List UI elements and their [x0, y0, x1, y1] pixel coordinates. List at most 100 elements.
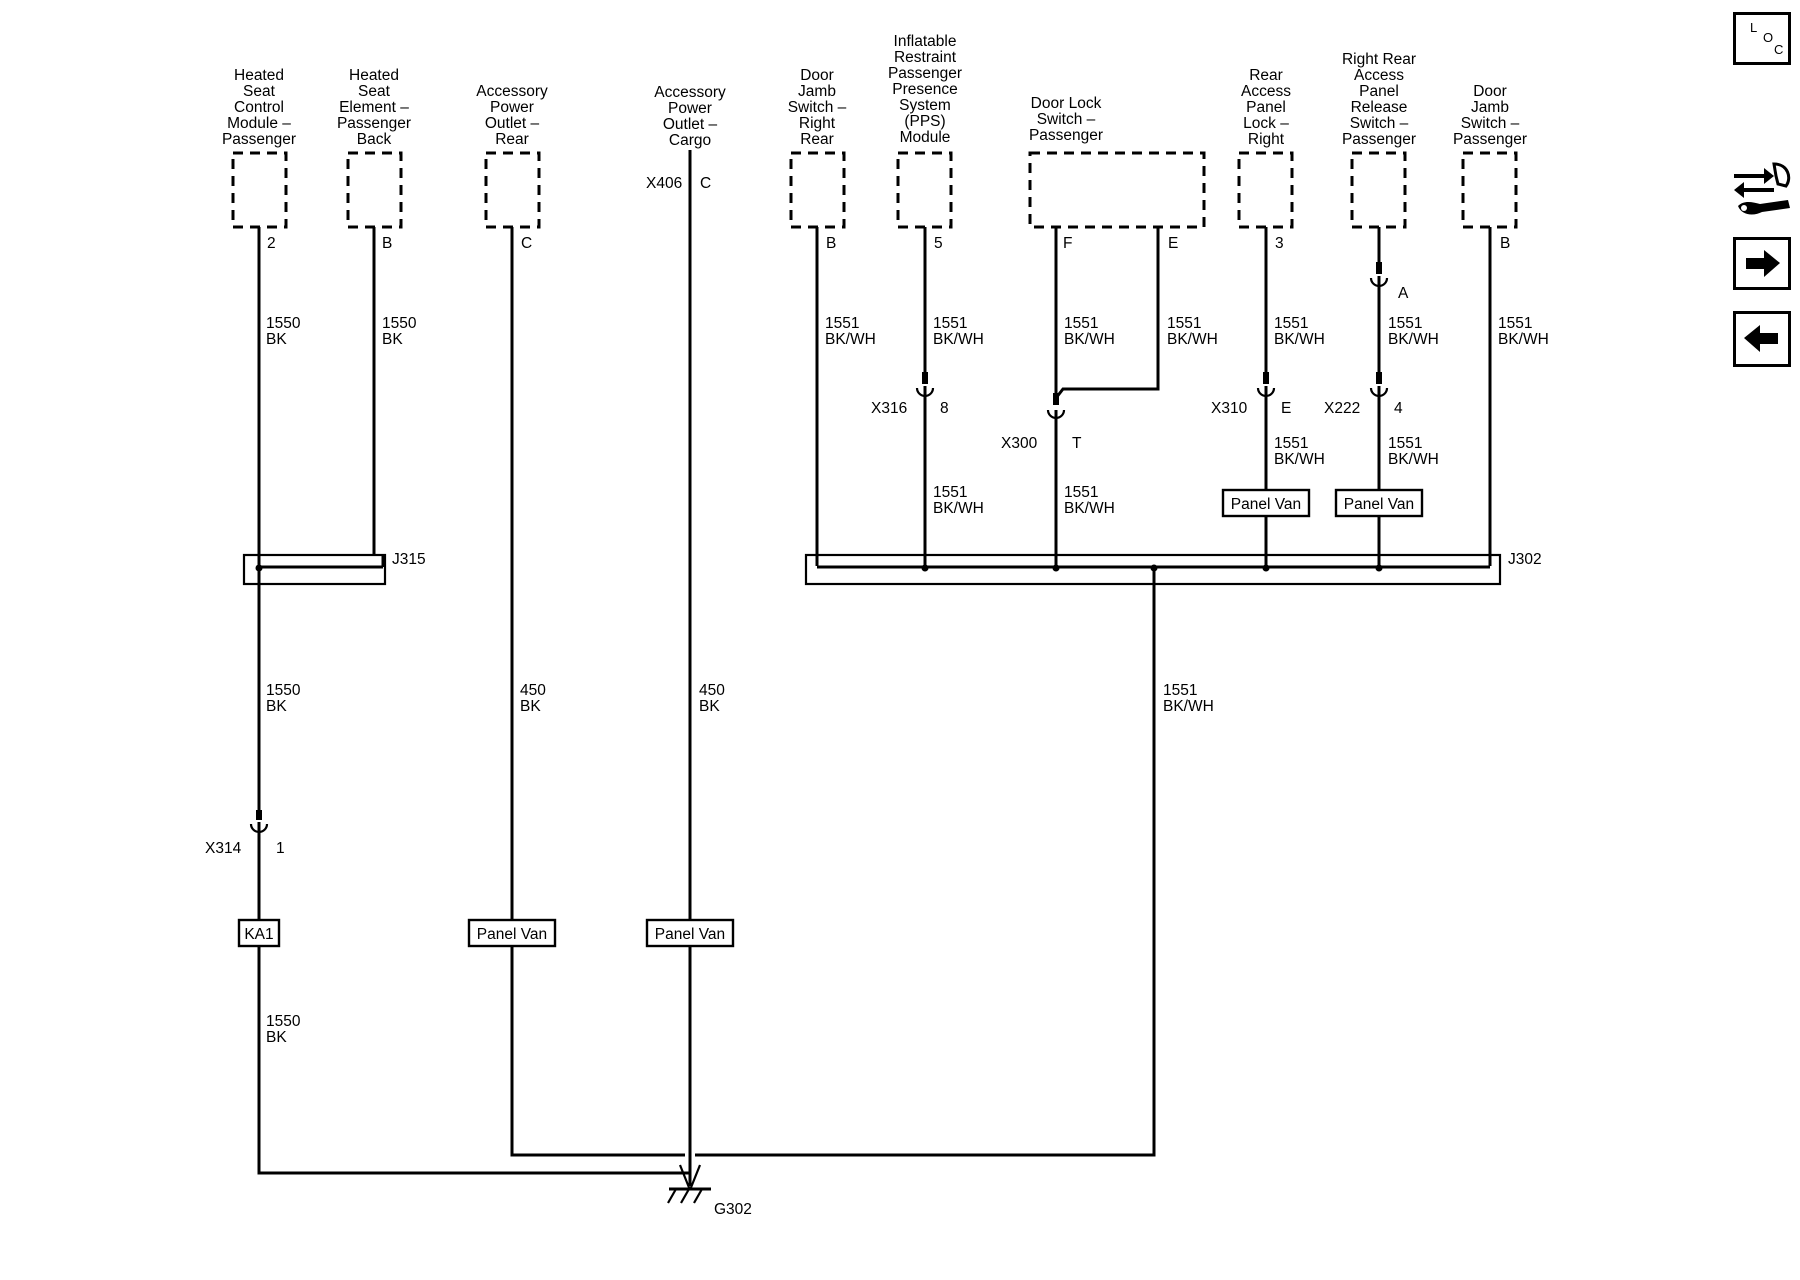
title-pps-module: Inflatable Restraint Passenger Presence … [888, 33, 962, 146]
svg-text:Access: Access [1354, 67, 1404, 84]
splice-label-j302: J302 [1508, 551, 1542, 568]
svg-text:Passenger: Passenger [337, 115, 411, 132]
svg-text:Right: Right [1248, 131, 1285, 148]
option-box-panel-van: Panel Van [1334, 488, 1424, 518]
svg-text:1551: 1551 [1163, 682, 1197, 699]
svg-text:Jamb: Jamb [798, 83, 836, 100]
connector-label-x314: X314 [205, 840, 242, 857]
svg-text:1551: 1551 [825, 315, 859, 332]
pin-label: A [1398, 285, 1409, 302]
inline-connector-release-switch[interactable] [1369, 262, 1389, 288]
loc-letter-c: C [1774, 42, 1784, 57]
svg-text:BK/WH: BK/WH [1064, 500, 1115, 517]
title-door-lock-switch-passenger: Door Lock Switch – Passenger [1029, 95, 1103, 144]
component-box-acc-power-rear[interactable] [484, 151, 541, 229]
svg-text:BK/WH: BK/WH [1274, 331, 1325, 348]
connector-service-icon[interactable] [1730, 160, 1794, 220]
connector-pin-label: 4 [1394, 400, 1403, 417]
svg-text:BK/WH: BK/WH [1163, 698, 1214, 715]
svg-text:1551: 1551 [1388, 435, 1422, 452]
component-box-right-rear-release[interactable] [1350, 151, 1407, 229]
component-box-heated-seat-element[interactable] [346, 151, 403, 229]
inline-connector-x310[interactable] [1256, 372, 1276, 398]
component-box-heated-seat-control[interactable] [231, 151, 288, 229]
location-view-button[interactable]: L O C [1733, 12, 1791, 65]
title-door-jamb-switch-passenger: Door Jamb Switch – Passenger [1453, 83, 1527, 148]
splice-label-j315: J315 [392, 551, 426, 568]
svg-text:Right: Right [799, 115, 836, 132]
svg-text:BK/WH: BK/WH [1388, 331, 1439, 348]
next-page-button[interactable] [1733, 237, 1791, 290]
wrench-arrows-icon [1734, 162, 1791, 215]
pin-label: 5 [934, 235, 943, 252]
component-box-door-lock-switch[interactable] [1028, 151, 1206, 229]
svg-text:Door Lock: Door Lock [1031, 95, 1102, 112]
inline-connector-x222[interactable] [1369, 372, 1389, 398]
svg-text:KA1: KA1 [244, 926, 273, 943]
svg-text:BK/WH: BK/WH [825, 331, 876, 348]
ground-symbol[interactable] [667, 1187, 711, 1204]
svg-text:Module: Module [900, 129, 951, 146]
connector-pin-label: T [1072, 435, 1082, 452]
svg-text:1550: 1550 [266, 315, 301, 332]
svg-text:Heated: Heated [349, 67, 399, 84]
inline-connector-x314[interactable] [249, 810, 269, 834]
splice-j302[interactable] [804, 553, 1502, 586]
svg-text:Panel: Panel [1359, 83, 1399, 100]
svg-text:Accessory: Accessory [654, 84, 726, 101]
pin-label: F [1063, 235, 1072, 252]
connector-label-x310: X310 [1211, 400, 1248, 417]
arrow-left-icon [1744, 325, 1778, 352]
option-box-ka1: KA1 [237, 918, 281, 948]
svg-text:1551: 1551 [1274, 435, 1308, 452]
pin-label: B [382, 235, 392, 252]
svg-text:Outlet –: Outlet – [485, 115, 540, 132]
wiring [257, 150, 1492, 1191]
svg-text:BK: BK [266, 331, 287, 348]
component-box-door-jamb-right-rear[interactable] [789, 151, 846, 229]
component-box-rear-access-lock[interactable] [1237, 151, 1294, 229]
svg-text:Rear: Rear [1249, 67, 1283, 84]
svg-text:Power: Power [490, 99, 534, 116]
splice-j315[interactable] [242, 553, 387, 586]
svg-text:1551: 1551 [1064, 484, 1098, 501]
svg-text:1551: 1551 [1167, 315, 1201, 332]
connector-pin-label: 1 [276, 840, 285, 857]
svg-text:1550: 1550 [266, 1013, 301, 1030]
svg-text:BK: BK [699, 698, 720, 715]
title-right-rear-access-panel-release-switch: Right Rear Access Panel Release Switch –… [1342, 51, 1416, 148]
inline-connector-x300[interactable] [1046, 393, 1066, 420]
pin-label: 3 [1275, 235, 1284, 252]
svg-text:1551: 1551 [1498, 315, 1532, 332]
svg-text:Access: Access [1241, 83, 1291, 100]
option-box-panel-van: Panel Van [645, 918, 735, 948]
svg-text:Panel Van: Panel Van [655, 926, 725, 943]
svg-text:BK/WH: BK/WH [933, 331, 984, 348]
title-heated-seat-control-module: Heated Seat Control Module – Passenger [222, 67, 296, 148]
pin-label: B [1500, 235, 1510, 252]
connector-label-x316: X316 [871, 400, 907, 417]
svg-text:BK: BK [266, 698, 287, 715]
svg-text:Panel Van: Panel Van [1344, 496, 1414, 513]
component-box-door-jamb-passenger[interactable] [1461, 151, 1518, 229]
inline-connector-x316[interactable] [915, 372, 935, 398]
title-rear-access-panel-lock-right: Rear Access Panel Lock – Right [1241, 67, 1291, 148]
svg-text:Passenger: Passenger [222, 131, 296, 148]
svg-text:Element –: Element – [339, 99, 409, 116]
previous-page-button[interactable] [1733, 311, 1791, 367]
option-box-panel-van: Panel Van [1221, 488, 1311, 518]
title-heated-seat-element: Heated Seat Element – Passenger Back [337, 67, 411, 148]
svg-text:Jamb: Jamb [1471, 99, 1509, 116]
component-box-pps-module[interactable] [896, 151, 953, 229]
svg-text:1551: 1551 [1388, 315, 1422, 332]
